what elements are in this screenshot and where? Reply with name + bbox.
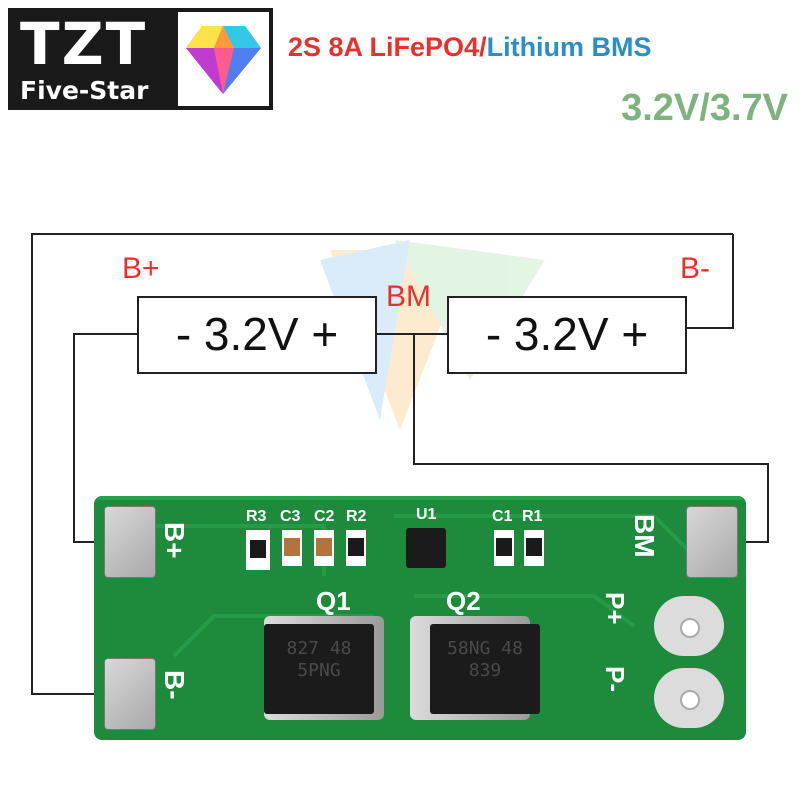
logo-brand-text: TZT [20, 10, 148, 78]
pad-b-plus [104, 506, 156, 578]
resistor-r3 [246, 530, 270, 570]
capacitor-c2 [314, 530, 334, 566]
pcb-traces [94, 496, 746, 658]
mosfet-q2: 58NG 48 839 [430, 624, 540, 714]
silk-q2: Q2 [446, 586, 481, 616]
voltage-label: 3.2V/3.7V [621, 87, 788, 129]
resistor-r2 [346, 530, 366, 566]
pad-b-minus [104, 658, 156, 730]
silk-c2: C2 [314, 508, 335, 525]
wire-b-plus [73, 333, 138, 543]
silk-b-minus: B- [159, 670, 190, 700]
q2-marking: 58NG 48 839 [447, 638, 523, 681]
title-model: 2S 8A LiFePO4/ [288, 32, 487, 62]
mosfet-q1: 827 48 5PNG [264, 624, 374, 714]
wire-bm [413, 334, 769, 543]
silk-p-minus: P- [600, 666, 630, 692]
wire-b-minus [31, 233, 733, 695]
silk-q1: Q1 [316, 586, 351, 616]
bms-pcb-board: B+ B- BM P+ P- Q1 Q2 R3 C3 C2 R2 U1 C1 R… [94, 496, 746, 740]
capacitor-c1 [494, 530, 514, 566]
resistor-r1 [524, 530, 544, 566]
battery-cell-2: - 3.2V + [447, 296, 687, 374]
silk-b-plus: B+ [159, 522, 190, 559]
label-b-plus: B+ [122, 252, 160, 285]
silk-c3: C3 [280, 508, 301, 525]
silk-r2: R2 [346, 508, 367, 525]
battery-cell-1: - 3.2V + [137, 296, 377, 374]
silk-r1: R1 [522, 508, 543, 525]
product-title: 2S 8A LiFePO4/Lithium BMS [288, 30, 788, 64]
diamond-gem-icon [178, 12, 269, 106]
silk-bm: BM [629, 514, 660, 558]
label-bm: BM [386, 280, 431, 313]
capacitor-c3 [282, 530, 302, 566]
logo-tagline: Five-Star [20, 76, 149, 105]
pad-bm [686, 506, 738, 578]
wire-b-minus-right [687, 234, 734, 329]
label-b-minus: B- [680, 252, 710, 285]
pad-p-minus [654, 668, 724, 728]
q1-marking: 827 48 5PNG [286, 638, 352, 681]
chip-u1 [406, 528, 446, 568]
silk-p-plus: P+ [600, 592, 630, 625]
silk-r3: R3 [246, 508, 267, 525]
silk-u1: U1 [416, 506, 437, 523]
brand-logo: TZT Five-Star [8, 8, 273, 110]
title-type: Lithium BMS [486, 32, 652, 62]
pad-p-plus [654, 596, 724, 656]
silk-c1: C1 [492, 508, 513, 525]
